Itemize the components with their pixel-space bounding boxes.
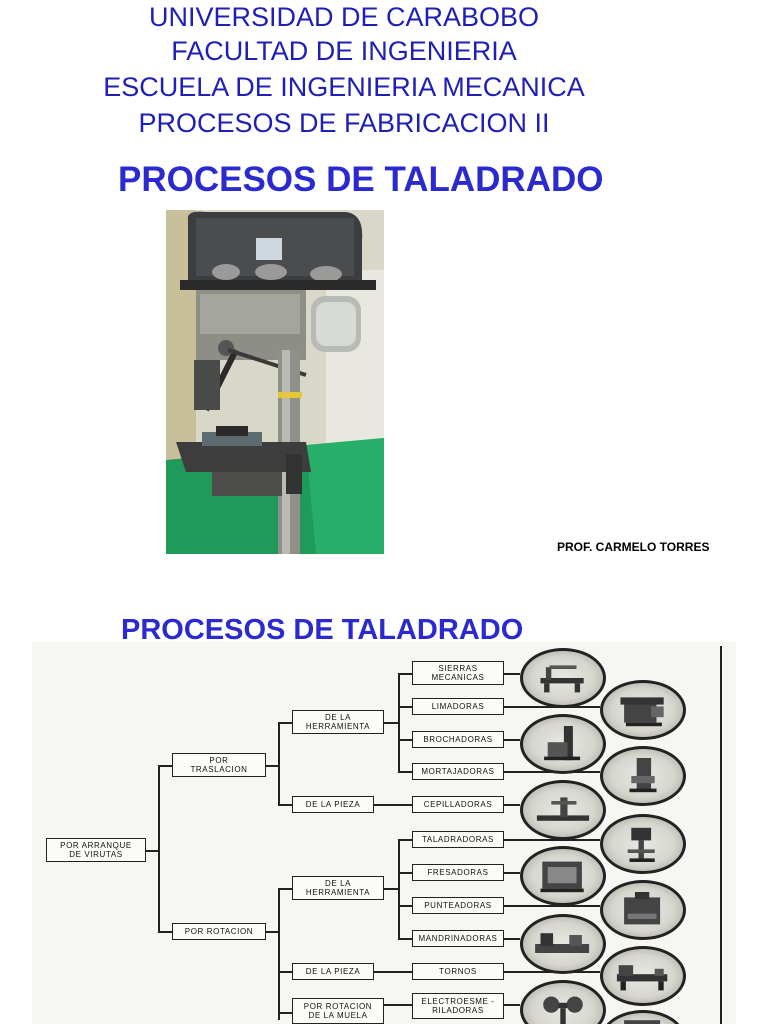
level2-box: DE LA PIEZA [292, 963, 374, 980]
grinding-machine-2-icon [600, 1010, 686, 1024]
author-name: PROF. CARMELO TORRES [557, 540, 709, 554]
drilling-machine-icon [600, 814, 686, 874]
boring-machine-icon [520, 914, 606, 974]
shaper-machine-icon [600, 680, 686, 740]
machine-box: CEPILLADORAS [412, 796, 504, 813]
machine-box: PUNTEADORAS [412, 897, 504, 914]
machine-box: FRESADORAS [412, 864, 504, 881]
drill-press-photo [166, 210, 384, 554]
slide-title: PROCESOS DE TALADRADO [118, 160, 604, 200]
lathe-machine-icon [600, 946, 686, 1006]
machine-box: MORTAJADORAS [412, 763, 504, 780]
machine-box: MANDRINADORAS [412, 930, 504, 947]
level1-box: POR ROTACION [172, 923, 266, 940]
school-name: ESCUELA DE INGENIERIA MECANICA [0, 70, 688, 104]
planer-machine-icon [520, 780, 606, 840]
machine-box: BROCHADORAS [412, 731, 504, 748]
course-name: PROCESOS DE FABRICACION II [0, 106, 688, 140]
grinding-machine-icon [520, 980, 606, 1024]
jig-boring-machine-icon [600, 880, 686, 940]
root-box: POR ARRANQUE DE VIRUTAS [46, 838, 146, 862]
university-name: UNIVERSIDAD DE CARABOBO [0, 0, 688, 34]
machine-box: SIERRAS MECANICAS [412, 661, 504, 685]
level2-box: DE LA PIEZA [292, 796, 374, 813]
level1-box: POR TRASLACION [172, 753, 266, 777]
saw-machine-icon [520, 648, 606, 708]
machine-box: TALADRADORAS [412, 831, 504, 848]
slotting-machine-icon [600, 746, 686, 806]
machine-box: ELECTROESME - RILADORAS [412, 993, 504, 1019]
level2-box: DE LA HERRAMIENTA [292, 710, 384, 734]
milling-machine-icon [520, 846, 606, 906]
broaching-machine-icon [520, 714, 606, 774]
machining-classification-diagram: POR ARRANQUE DE VIRUTAS POR TRASLACION P… [32, 642, 736, 1024]
faculty-name: FACULTAD DE INGENIERIA [0, 34, 688, 68]
machine-box: LIMADORAS [412, 698, 504, 715]
level2-box: POR ROTACION DE LA MUELA [292, 998, 384, 1024]
level2-box: DE LA HERRAMIENTA [292, 876, 384, 900]
machine-box: TORNOS [412, 963, 504, 980]
